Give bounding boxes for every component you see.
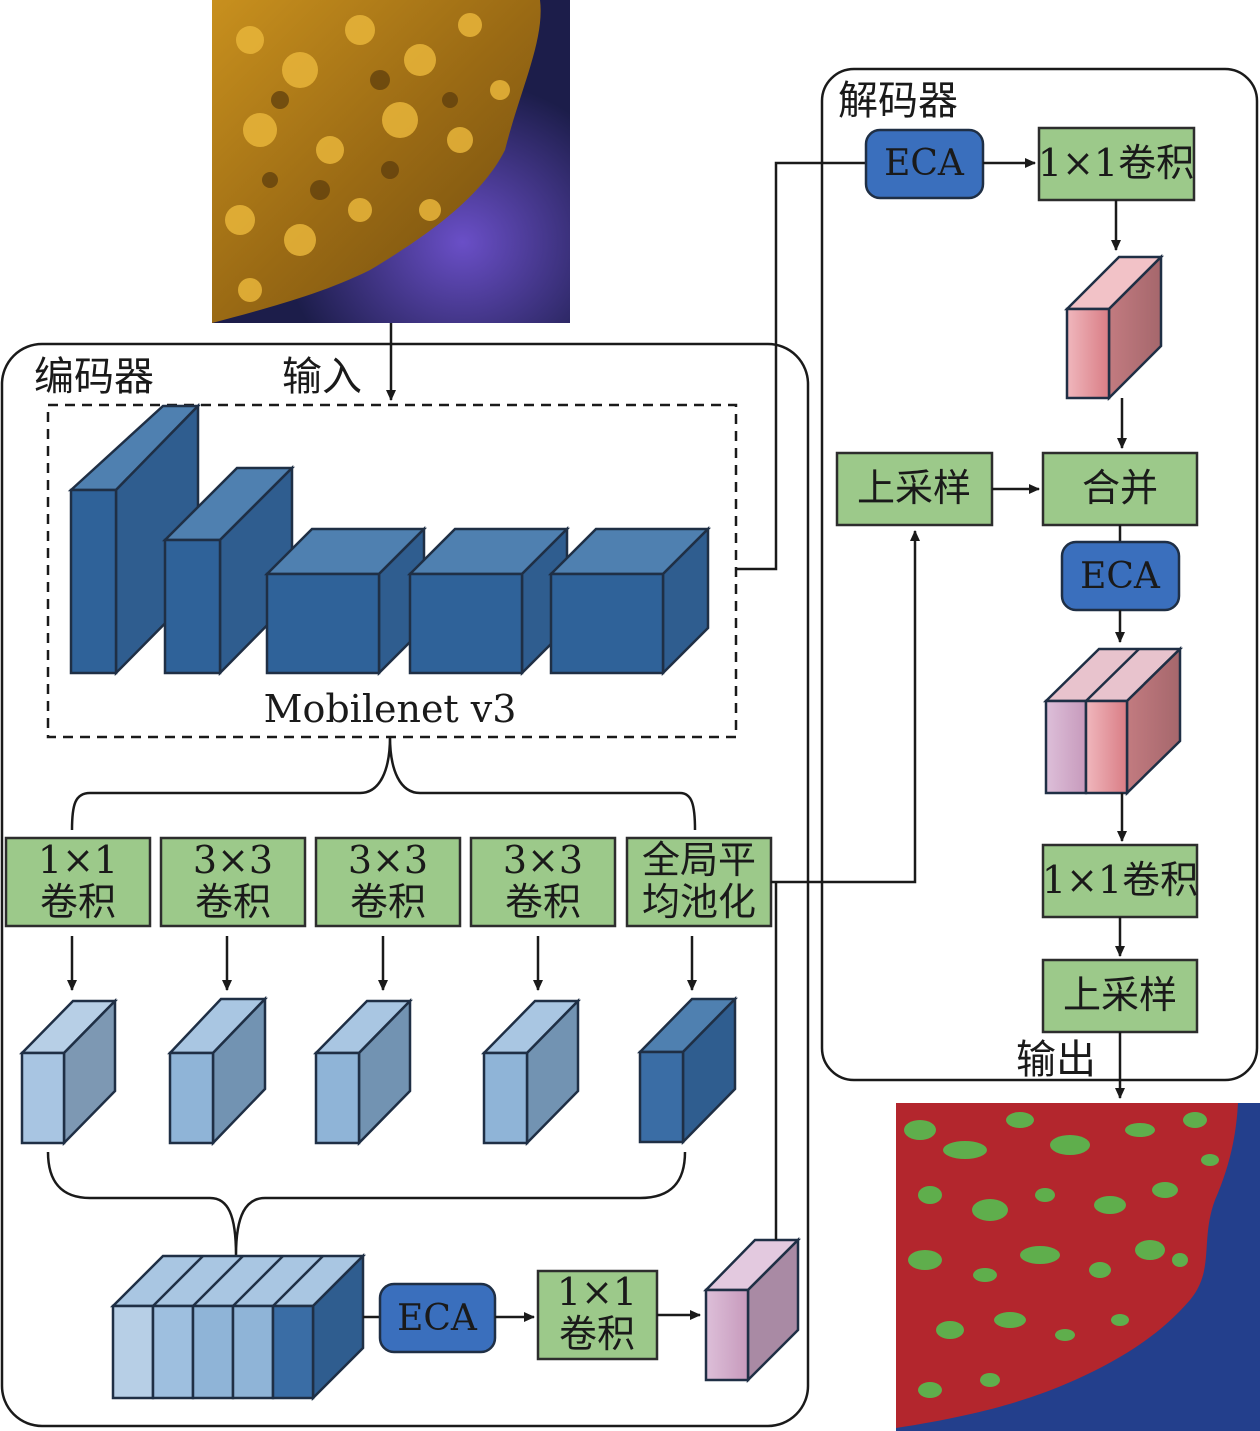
decoder-conv-top-label: 1×1卷积 bbox=[1038, 141, 1194, 185]
decoder-pink-feature bbox=[1063, 253, 1165, 402]
decoder-eca-mid-label: ECA bbox=[1080, 556, 1161, 597]
branch-2-line2: 卷积 bbox=[195, 880, 271, 924]
branch-2-line1: 3×3 bbox=[193, 838, 273, 882]
decoder-panel bbox=[820, 67, 1259, 1082]
input-image bbox=[212, 0, 570, 323]
encoder-output-feature bbox=[703, 1236, 802, 1384]
branch-5-line1: 全局平 bbox=[642, 838, 756, 882]
decoder-double-feature bbox=[1042, 646, 1184, 796]
encoder-panel bbox=[0, 342, 810, 1428]
concat-stack bbox=[109, 1252, 367, 1402]
branch-4-line1: 3×3 bbox=[503, 838, 583, 882]
decoder-upsample-bottom bbox=[1041, 958, 1199, 1034]
decoder-upsample-left-label: 上采样 bbox=[857, 466, 971, 510]
backbone-blocks bbox=[67, 402, 712, 677]
decoder-upsample-bottom-label: 上采样 bbox=[1063, 973, 1177, 1017]
branch-4-line2: 卷积 bbox=[505, 880, 581, 924]
output-segmentation bbox=[896, 1103, 1260, 1431]
backbone-box bbox=[46, 403, 738, 739]
decoder-merge bbox=[1041, 451, 1199, 527]
encoder-title: 编码器 bbox=[34, 354, 154, 400]
merge-brace bbox=[46, 1151, 687, 1256]
branch-box-4 bbox=[469, 836, 617, 928]
encoder-conv-line2: 卷积 bbox=[559, 1312, 635, 1356]
branch-box-3 bbox=[314, 836, 462, 928]
branch-box-2 bbox=[159, 836, 307, 928]
backbone-label: Mobilenet v3 bbox=[264, 687, 517, 731]
decoder-conv-bottom-label: 1×1卷积 bbox=[1042, 858, 1198, 902]
decoder-eca-top-label: ECA bbox=[884, 143, 965, 184]
split-brace bbox=[70, 736, 697, 831]
pool-to-upsample-line bbox=[771, 530, 920, 884]
branch-3-line1: 3×3 bbox=[348, 838, 428, 882]
branch-feature-maps bbox=[19, 995, 738, 1147]
branch-arrows bbox=[67, 936, 697, 991]
decoder-merge-label: 合并 bbox=[1082, 466, 1158, 510]
branch-box-1 bbox=[4, 836, 152, 928]
branch-5-line2: 均池化 bbox=[642, 880, 756, 924]
branch-3-line2: 卷积 bbox=[350, 880, 426, 924]
branch-boxes: 1×1 卷积 3×3 卷积 3×3 卷积 3×3 卷积 全局平 均池化 bbox=[4, 836, 773, 928]
encoder-conv-line1: 1×1 bbox=[557, 1270, 637, 1314]
branch-1-line2: 卷积 bbox=[40, 880, 116, 924]
decoder-conv-top bbox=[1037, 126, 1196, 202]
output-label: 输出 bbox=[1016, 1037, 1096, 1083]
encoder-eca-label: ECA bbox=[397, 1298, 478, 1339]
decoder-conv-bottom bbox=[1041, 843, 1199, 919]
backbone-to-eca-line bbox=[736, 161, 866, 571]
decoder-title: 解码器 bbox=[838, 78, 958, 124]
decoder-upsample-left bbox=[835, 451, 994, 527]
encoder-conv-box bbox=[536, 1269, 659, 1361]
branch-1-line1: 1×1 bbox=[38, 838, 118, 882]
input-label: 输入 bbox=[282, 354, 362, 400]
